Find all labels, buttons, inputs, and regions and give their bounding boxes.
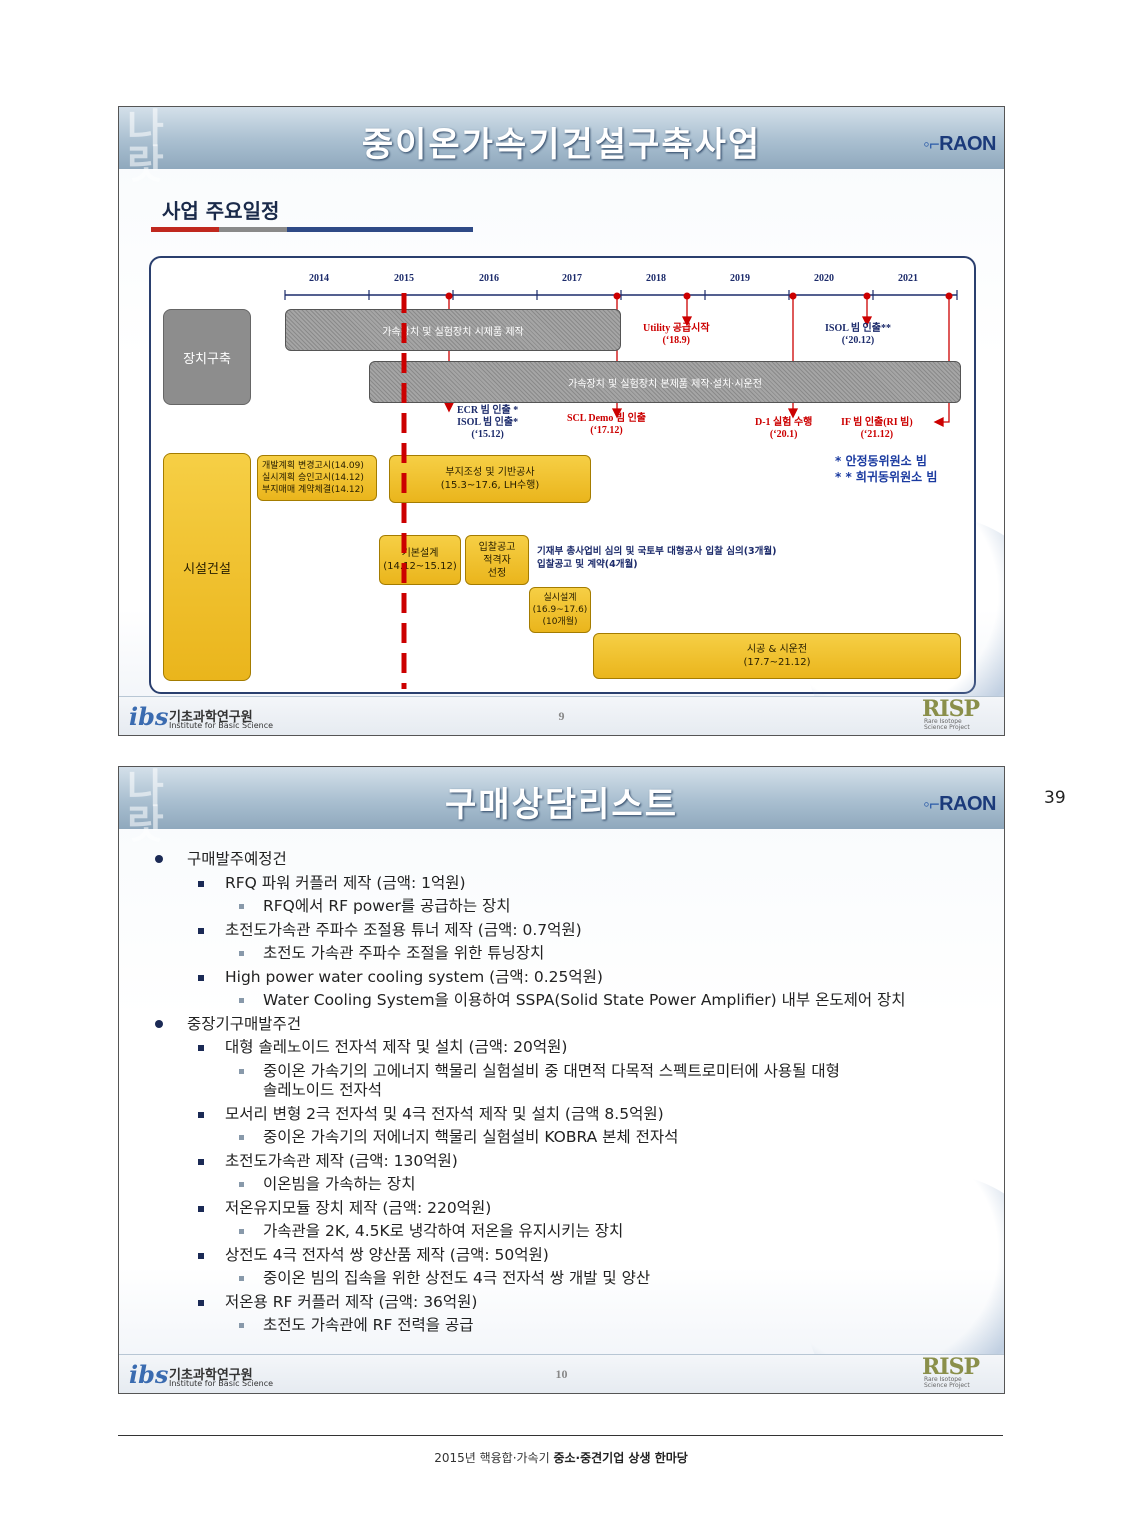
page-footer-rule: [118, 1435, 1003, 1436]
list-item: 저온유지모듈 장치 제작 (금액: 220억원): [198, 1198, 491, 1218]
slide-page-number: 9: [558, 709, 565, 723]
list-item: RFQ 파워 커플러 제작 (금액: 1억원): [198, 873, 466, 893]
list-item: 솔레노이드 전자석: [263, 1081, 383, 1099]
list-item: 이온빔을 가속하는 장치: [239, 1174, 415, 1194]
year-2014: 2014: [309, 273, 329, 284]
year-2018: 2018: [646, 273, 666, 284]
slide-footer: ibs 기초과학연구원 Institute for Basic Science …: [119, 696, 1004, 735]
year-2019: 2019: [730, 273, 750, 284]
list-item: RFQ에서 RF power를 공급하는 장치: [239, 896, 511, 916]
slide-footer: ibs 기초과학연구원 Institute for Basic Science …: [119, 1354, 1004, 1393]
list-item: 초전도 가속관 주파수 조절을 위한 튜닝장치: [239, 943, 544, 963]
list-item: 가속관을 2K, 4.5K로 냉각하여 저온을 유지시키는 장치: [239, 1221, 623, 1241]
list-item: 중장기구매발주건: [155, 1014, 301, 1034]
milestone-isol-2020: ISOL 빔 인출**(‘20.12): [825, 323, 891, 346]
milestone-d1: D-1 실험 수행(‘20.1): [755, 417, 813, 440]
legend: * 안정동위원소 빔* * 희귀동위원소 빔: [835, 454, 938, 484]
year-2015: 2015: [394, 273, 414, 284]
list-item: 초전도 가속관에 RF 전력을 공급: [239, 1315, 474, 1335]
slide-title: 중이온가속기건설구축사업: [361, 125, 762, 165]
page-footer: 2015년 핵융합·가속기 중소·중견기업 상생 한마당: [434, 1451, 688, 1465]
list-item: 중이온 가속기의 고에너지 핵물리 실험설비 중 대면적 다목적 스펙트로미터에…: [239, 1061, 840, 1081]
milestone-utility: Utility 공급시작(‘18.9): [643, 323, 710, 346]
bar-planning: 개발계획 변경고시(14.09)실시계획 승인고시(14.12)부지매매 계약체…: [257, 455, 377, 501]
year-2020: 2020: [814, 273, 834, 284]
bar-site-work: 부지조성 및 기반공사(15.3~17.6, LH수행): [389, 455, 591, 503]
list-item: 모서리 변형 2극 전자석 및 4극 전자석 제작 및 설치 (금액 8.5억원…: [198, 1104, 664, 1124]
review-note: 기재부 총사업비 심의 및 국토부 대형공사 입찰 심의(3개월)입찰공고 및 …: [537, 546, 777, 570]
bar-basic-design: 기본설계(14.12~15.12): [379, 535, 461, 585]
list-item: 상전도 4극 전자석 쌍 양산품 제작 (금액: 50억원): [198, 1245, 549, 1265]
bar-detail-design: 실시설계(16.9~17.6)(10개월): [529, 587, 591, 633]
year-2016: 2016: [479, 273, 499, 284]
milestone-if: IF 빔 인출(RI 빔)(‘21.12): [841, 417, 913, 440]
bar-main-build: 가속장치 및 실험장치 본제품 제작·설치·시운전: [369, 361, 961, 403]
milestone-ecr: ECR 빔 인출 *ISOL 빔 인출*(‘15.12): [457, 405, 519, 440]
list-item: High power water cooling system (금액: 0.2…: [198, 967, 603, 987]
list-item: 대형 솔레노이드 전자석 제작 및 설치 (금액: 20억원): [198, 1037, 567, 1057]
milestone-dots: [445, 292, 953, 300]
section-heading: 사업 주요일정: [162, 199, 280, 223]
year-2021: 2021: [898, 273, 918, 284]
list-item: 초전도가속관 제작 (금액: 130억원): [198, 1151, 458, 1171]
row-label-facility: 시설건설: [163, 453, 251, 681]
list-item: 구매발주예정건: [155, 849, 287, 869]
raon-logo: ◦⌐RAON: [923, 133, 996, 155]
current-date-line: [401, 293, 407, 689]
timeline-ticks: [284, 290, 958, 300]
milestone-scl: SCL Demo 빔 인출(‘17.12): [567, 413, 646, 436]
heading-underline: [151, 227, 473, 232]
list-item: 중이온 가속기의 저에너지 핵물리 실험설비 KOBRA 본체 전자석: [239, 1127, 678, 1147]
list-item: 초전도가속관 주파수 조절용 튜너 제작 (금액: 0.7억원): [198, 920, 582, 940]
list-item: 중이온 빔의 집속을 위한 상전도 4극 전자석 쌍 개발 및 양산: [239, 1268, 650, 1288]
slide-title: 구매상담리스트: [445, 785, 678, 825]
bar-prototype: 가속장치 및 실험장치 시제품 제작: [285, 309, 621, 351]
raon-logo: ◦⌐RAON: [923, 793, 996, 815]
row-label-device: 장치구축: [163, 309, 251, 405]
year-2017: 2017: [562, 273, 582, 284]
document-page-number: 39: [1044, 788, 1066, 808]
slide-page-number: 10: [555, 1367, 568, 1381]
list-item: Water Cooling System을 이용하여 SSPA(Solid St…: [239, 990, 906, 1010]
list-item: 저온용 RF 커플러 제작 (금액: 36억원): [198, 1292, 477, 1312]
